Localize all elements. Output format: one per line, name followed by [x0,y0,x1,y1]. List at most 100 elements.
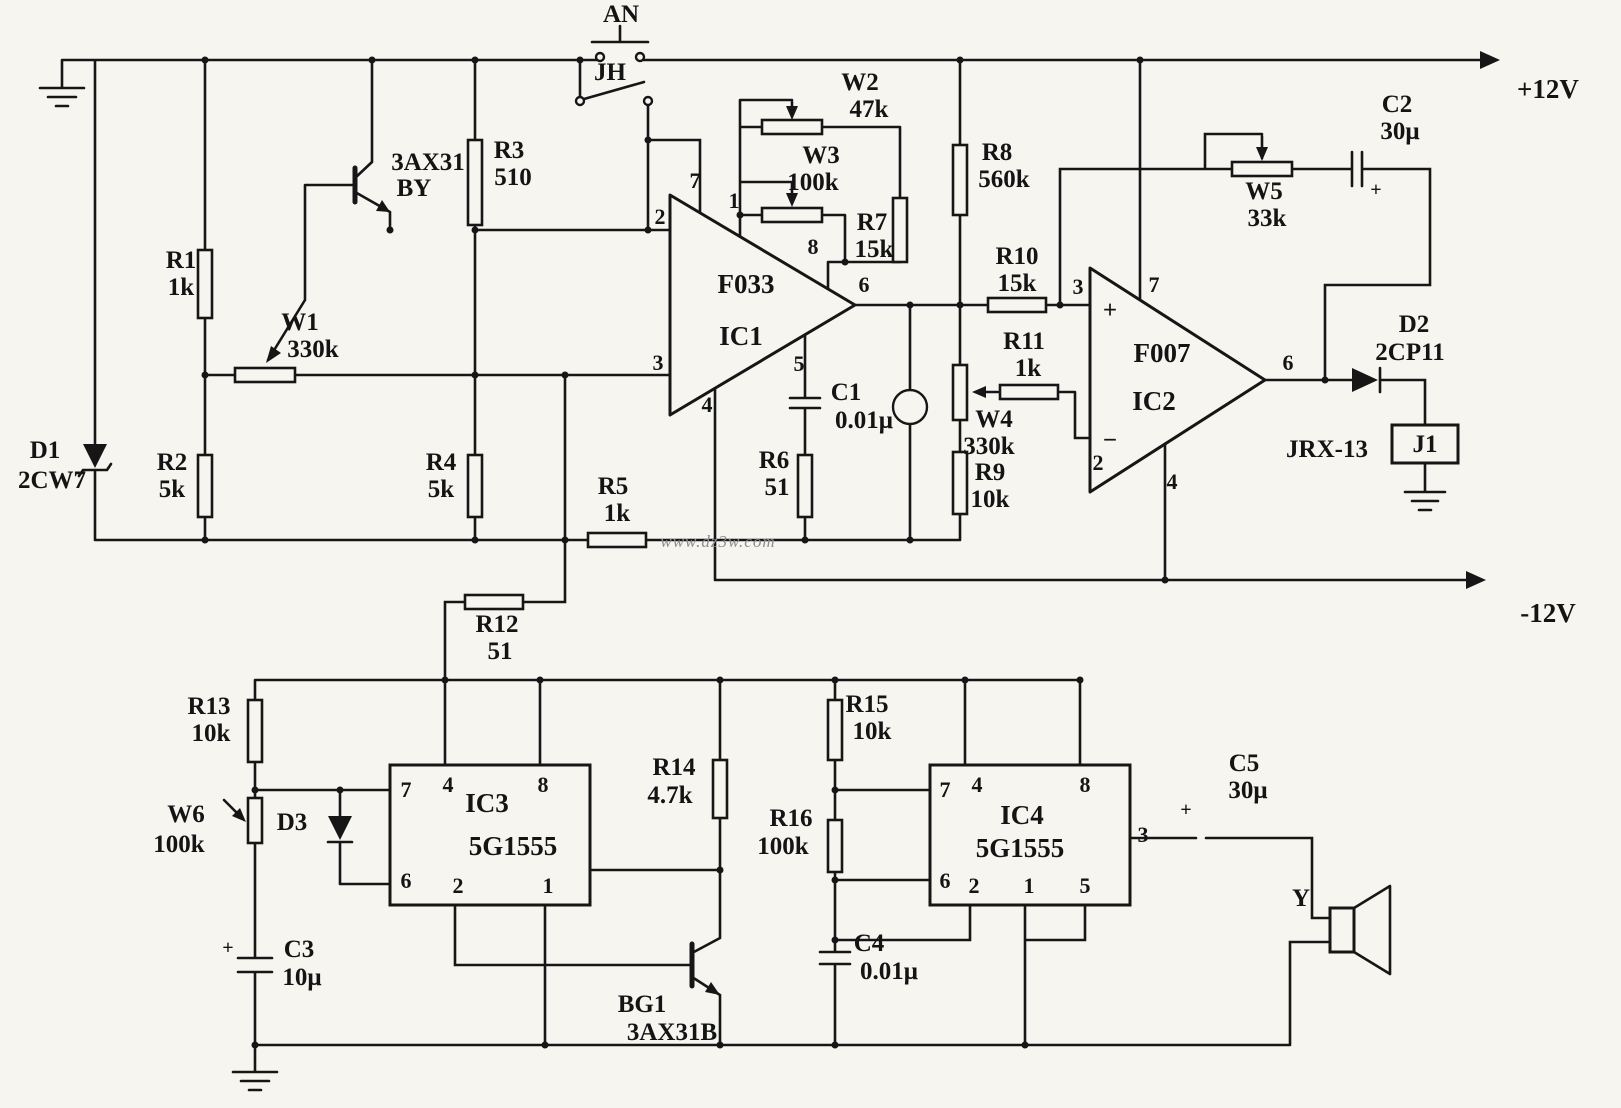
label-r8-value: 560k [978,166,1030,193]
label-d3-ref: D3 [277,809,308,836]
label-ic3-name: IC3 [465,788,509,818]
label-w2-value: 47k [850,96,889,123]
label-r9-ref: R9 [975,459,1006,486]
jh-switch-contact-right [642,95,654,107]
label-ic4-pin4: 4 [972,772,983,797]
label-r10-value: 15k [998,270,1037,297]
label-ic2-pin7: 7 [1149,272,1160,297]
label-ic1-pin8: 8 [808,234,819,259]
opamp-ic2-symbol [1088,266,1267,494]
an-button-contact-left [594,51,606,63]
label-ic4-pin8: 8 [1080,772,1091,797]
label-q1-name: BY [397,175,432,202]
resistor-r7-symbol [891,196,909,264]
resistor-r12-symbol [463,593,525,611]
label-r1-value: 1k [168,274,195,301]
label-r8-ref: R8 [982,139,1013,166]
relay-j1-box [1390,423,1460,465]
label-ic1-pin4: 4 [702,392,713,417]
label-q1-part: 3AX31 [391,149,465,176]
label-r2-value: 5k [159,476,186,503]
resistor-r3-symbol [466,138,484,227]
label-r3-value: 510 [494,164,532,191]
label-r15-value: 10k [853,718,892,745]
label-r5-ref: R5 [598,473,629,500]
label-r3-ref: R3 [494,137,525,164]
transistor-bars [352,165,695,989]
resistor-r4-symbol [466,453,484,519]
label-ic2-pin6: 6 [1283,350,1294,375]
pot-w1-symbol [233,366,297,384]
label-r9-value: 10k [971,486,1010,513]
label-r14-ref: R14 [652,754,696,781]
label-r1-ref: R1 [166,247,197,274]
label-bg1-part: 3AX31B [627,1019,717,1046]
label-ic3-pin8: 8 [538,772,549,797]
label-c3-value: 10μ [282,964,321,991]
label-w6-ref: W6 [167,801,205,828]
junction-dots [201,56,1329,1049]
opamp-ic1-symbol [668,193,857,417]
label-r15-ref: R15 [845,691,888,718]
label-relay-ref: J1 [1413,431,1438,458]
label-ic4-part: 5G1555 [976,833,1065,863]
label-r2-ref: R2 [157,449,188,476]
label-w3-ref: W3 [802,142,840,169]
resistor-r2-symbol [196,453,214,519]
resistor-r15-symbol [826,698,844,762]
label-r12-value: 51 [488,638,513,665]
an-button-contact-right [634,51,646,63]
label-r7-ref: R7 [857,209,888,236]
label-ic3-pin6: 6 [401,868,412,893]
component-symbols [196,51,1460,954]
label-w5-value: 33k [1248,205,1287,232]
label-ic1-pin3: 3 [653,350,664,375]
label-r6-ref: R6 [759,447,790,474]
label-ic1-part: F033 [718,269,775,299]
label-c5-value: 30μ [1228,777,1267,804]
label-ic2-minus-input: − [1103,427,1117,454]
pot-w4-symbol [951,363,969,422]
label-ic4-pin1: 1 [1024,873,1035,898]
meter-symbol [891,388,929,426]
ic4-box [928,763,1132,907]
label-c5-polarity: + [1180,799,1191,821]
labels: +12V -12V www.dz3w.com AN JH 3AX31 BY D1… [18,1,1579,1046]
label-r11-value: 1k [1015,355,1042,382]
label-r11-ref: R11 [1003,328,1045,355]
label-ic4-name: IC4 [1000,800,1044,830]
resistor-r11-symbol [998,383,1060,401]
label-r13-ref: R13 [187,693,230,720]
jh-switch-contact-left [574,95,586,107]
label-ic4-pin5: 5 [1080,873,1091,898]
label-ic4-pin2: 2 [969,873,980,898]
resistor-r14-symbol [711,758,729,820]
label-c3-polarity: + [222,937,233,959]
resistor-r16-symbol [826,818,844,874]
label-c2-ref: C2 [1382,91,1413,118]
label-c1-ref: C1 [831,379,862,406]
label-plus12v: +12V [1517,74,1579,104]
label-w1-ref: W1 [281,309,319,336]
label-c3-ref: C3 [284,936,315,963]
label-c2-polarity: + [1370,179,1381,201]
label-c4-value: 0.01μ [860,958,918,985]
diode-triangles [83,368,1378,840]
speaker-symbol [1328,906,1356,954]
label-ic1-pin7: 7 [690,168,701,193]
label-ic4-pin7: 7 [940,777,951,802]
label-ic1-name: IC1 [719,321,763,351]
label-r13-value: 10k [192,720,231,747]
label-ic3-pin4: 4 [443,772,454,797]
ic3-box [388,763,592,907]
label-ic3-pin7: 7 [401,777,412,802]
label-d2-part: 2CP11 [1375,339,1444,366]
label-r10-ref: R10 [995,243,1038,270]
label-minus12v: -12V [1520,598,1576,628]
pot-w2-symbol [760,118,824,136]
resistor-r6-symbol [796,453,814,519]
label-w1-value: 330k [287,336,339,363]
label-ic2-pin3: 3 [1073,274,1084,299]
resistor-r8-symbol [951,143,969,217]
label-c1-value: 0.01μ [835,407,893,434]
